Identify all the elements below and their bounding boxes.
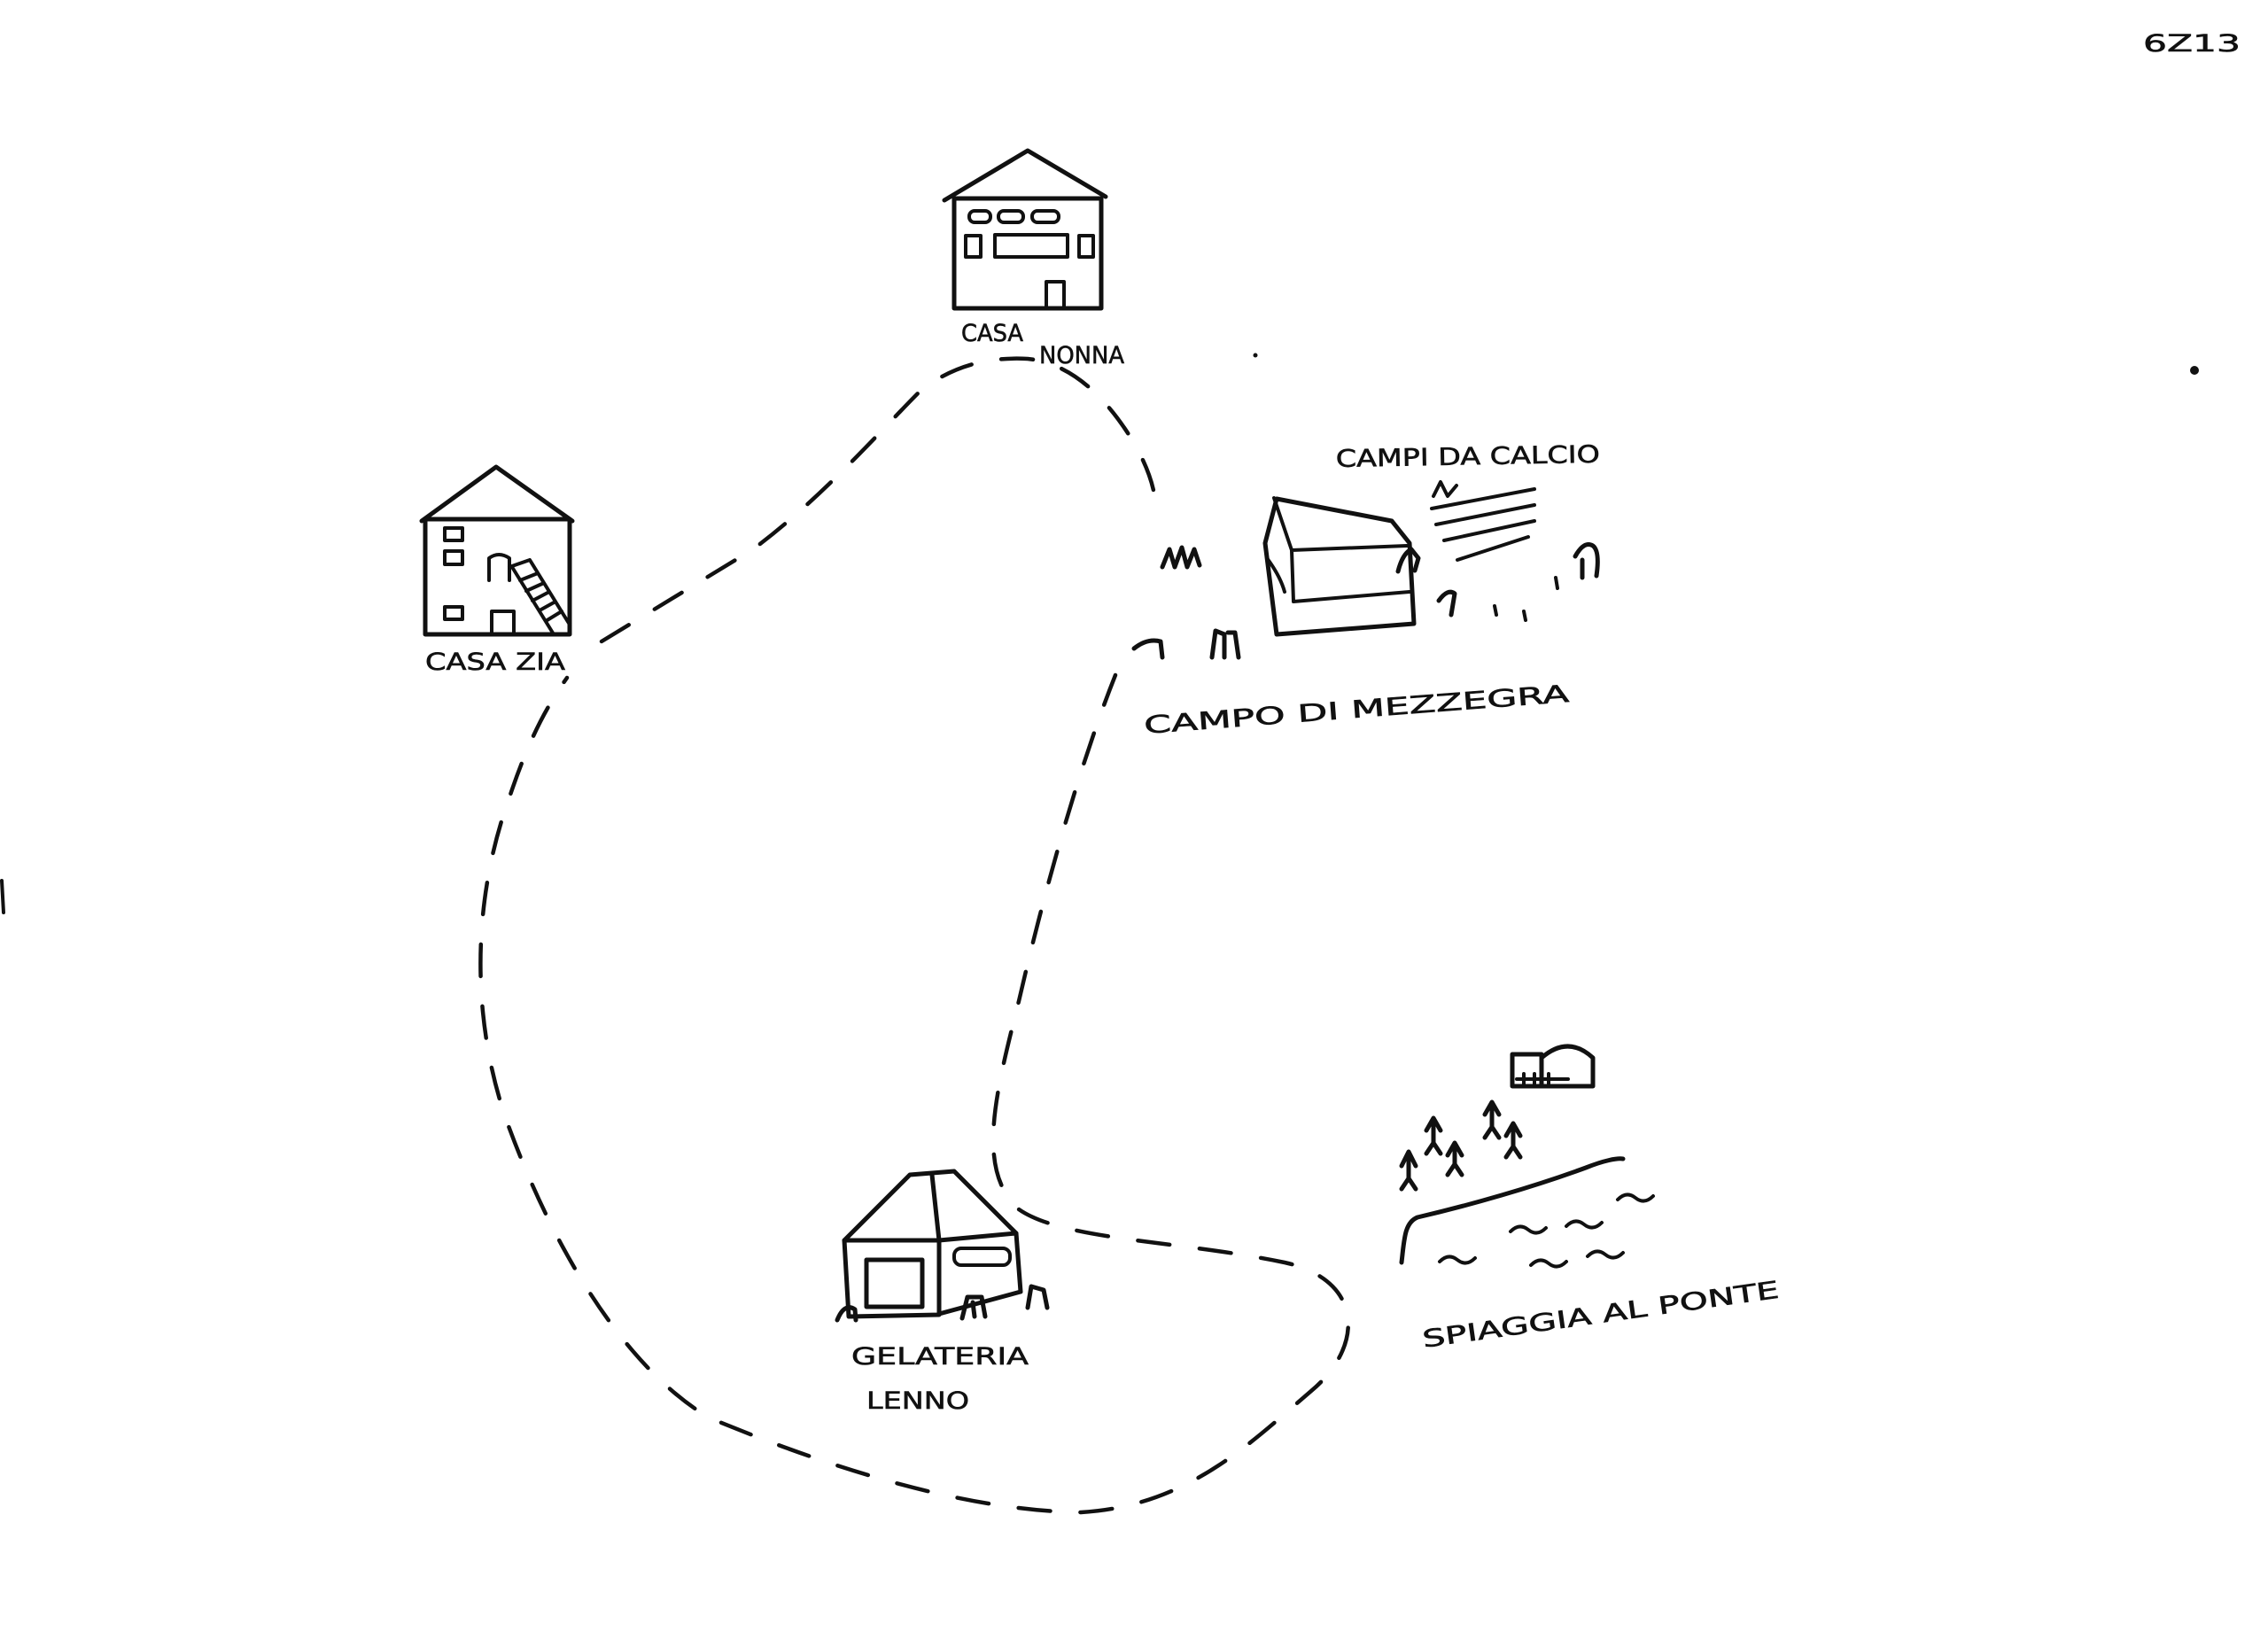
person-figure xyxy=(1503,1121,1523,1160)
campi-da-calcio-label: CAMPI DA CALCIO xyxy=(1336,441,1600,473)
casa-zia: CASA ZIA xyxy=(419,464,575,676)
pointer-mark xyxy=(1432,480,1458,498)
field-line xyxy=(1434,503,1536,526)
person-figure xyxy=(1131,638,1165,660)
person-figure xyxy=(1436,589,1457,618)
wave xyxy=(1616,1193,1655,1203)
football-field-icon xyxy=(1430,480,1600,622)
player-figure xyxy=(1493,576,1559,622)
people-icon xyxy=(1131,545,1457,660)
table xyxy=(959,1294,988,1321)
spiaggia-al-ponte: SPIAGGIA AL PONTE xyxy=(1399,1044,1781,1354)
beach-hut-stripes xyxy=(1515,1072,1570,1088)
person-figure xyxy=(1424,1115,1443,1156)
building-edge xyxy=(1265,496,1411,603)
shop-window xyxy=(864,1257,925,1309)
door xyxy=(487,553,511,582)
field-line xyxy=(1442,519,1536,542)
person-figure xyxy=(1399,1149,1418,1192)
window xyxy=(993,233,1069,259)
person-figure xyxy=(1445,1140,1464,1177)
door xyxy=(1045,280,1066,310)
crowd-figure xyxy=(1160,545,1202,570)
field-line xyxy=(1456,535,1530,562)
window xyxy=(443,526,464,542)
person-figure xyxy=(1395,547,1421,574)
ice-cream-shop-icon xyxy=(835,1169,1050,1323)
edge-mark xyxy=(0,879,5,914)
window xyxy=(1077,234,1095,259)
route-segment-north xyxy=(599,356,1159,644)
side-wall xyxy=(936,1231,1023,1317)
shoreline xyxy=(1399,1156,1626,1265)
field-line xyxy=(1430,487,1536,510)
roof xyxy=(419,464,575,524)
window xyxy=(964,234,983,259)
route-path xyxy=(478,356,1351,1515)
campi-da-calcio: CAMPI DA CALCIO xyxy=(1335,441,1600,622)
corner-code: 6Z13 xyxy=(2143,30,2241,58)
gelateria-lenno: GELATERIA LENNO xyxy=(835,1169,1050,1415)
person-figure xyxy=(1209,628,1241,660)
beach-icon xyxy=(1399,1044,1655,1269)
gelateria-lenno-label-line1: GELATERIA xyxy=(851,1343,1029,1371)
window xyxy=(443,549,464,566)
window xyxy=(952,1247,1012,1267)
window xyxy=(443,605,464,621)
beach-hut xyxy=(1510,1044,1596,1089)
casa-nonna: CASA NONNA xyxy=(942,148,1125,369)
wave xyxy=(1529,1258,1568,1269)
casa-nonna-label-line2: NONNA xyxy=(1039,342,1124,369)
route-segment-south xyxy=(478,672,1351,1515)
window xyxy=(997,209,1025,224)
window xyxy=(967,209,992,224)
wall xyxy=(951,196,1104,311)
casa-nonna-label-line1: CASA xyxy=(961,320,1024,347)
wave xyxy=(1586,1249,1625,1260)
casa-zia-label: CASA ZIA xyxy=(425,649,566,676)
wave xyxy=(1565,1219,1604,1230)
campo-di-mezzegra-label: CAMPO DI MEZZEGRA xyxy=(1143,680,1571,740)
gelateria-lenno-label-line2: LENNO xyxy=(866,1387,969,1415)
staircase xyxy=(508,558,571,636)
player-figure xyxy=(1573,542,1600,580)
building-outline xyxy=(1262,496,1417,637)
table xyxy=(835,1305,858,1323)
roof xyxy=(842,1169,1019,1243)
house-icon xyxy=(419,464,575,637)
person-figure xyxy=(1482,1099,1502,1140)
wall xyxy=(423,517,572,637)
roof xyxy=(942,148,1108,203)
spiaggia-al-ponte-label: SPIAGGIA AL PONTE xyxy=(1421,1277,1781,1354)
ink-dot xyxy=(2190,366,2199,375)
wave xyxy=(1509,1224,1548,1235)
table xyxy=(1025,1284,1050,1310)
sports-hall-icon xyxy=(1262,496,1417,637)
window xyxy=(1030,209,1060,224)
door xyxy=(490,610,516,636)
house-icon xyxy=(942,148,1108,311)
campo-di-mezzegra: CAMPO DI MEZZEGRA xyxy=(1131,496,1571,740)
wave xyxy=(1438,1255,1477,1265)
ink-dot xyxy=(1253,353,1258,358)
